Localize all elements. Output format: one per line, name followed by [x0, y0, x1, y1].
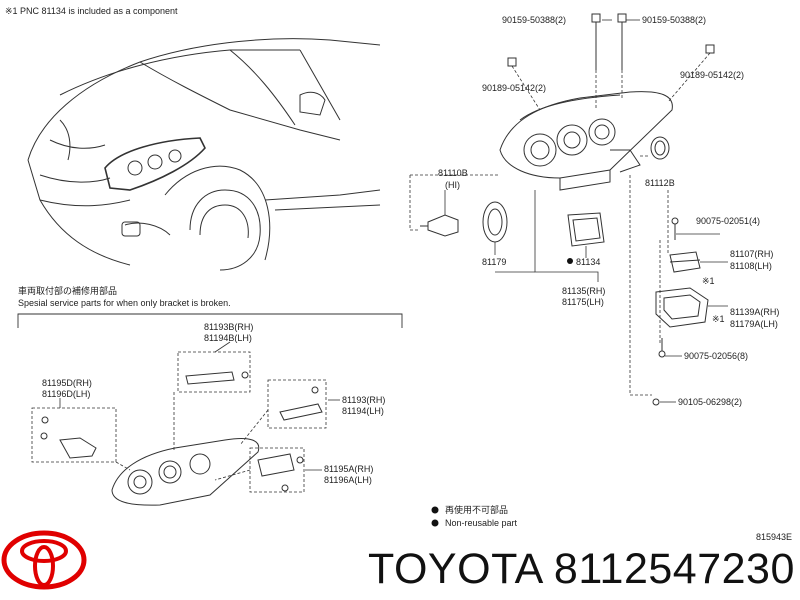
part-label-81175: 81175(LH): [562, 297, 604, 307]
leader-lines: [409, 52, 711, 396]
legend-bullet-jp: [431, 506, 439, 514]
part-label-90159-left: 90159-50388(2): [502, 15, 567, 25]
brand-name: TOYOTA: [368, 545, 542, 593]
part-label-81107: 81107(RH): [730, 249, 774, 259]
service-note-en: Spesial service parts for when only brac…: [18, 298, 231, 308]
part-label-81193: 81193(RH): [342, 395, 386, 405]
legend-en: Non-reusable part: [445, 518, 518, 528]
car-illustration: [27, 38, 381, 271]
legend-jp: 再使用不可部品: [445, 505, 509, 515]
part-label-81194: 81194(LH): [342, 406, 384, 416]
part-label-81193b: 81193B(RH): [204, 322, 254, 332]
part-label-81196d: 81196D(LH): [42, 389, 91, 399]
solid-leaders: [444, 19, 728, 403]
part-label-81110b-sub: (HI): [445, 180, 460, 190]
legend-bullet-en: [431, 519, 439, 527]
part-label-81196a: 81196A(LH): [324, 475, 372, 485]
lower-solid-leaders: [59, 341, 340, 471]
headlamp-assembly: [420, 13, 715, 406]
part-label-81139a: 81139A(RH): [730, 307, 780, 317]
part-label-81195d: 81195D(RH): [42, 378, 92, 388]
mark-ref-1a: ※1: [702, 276, 715, 286]
part-label-90189-right: 90189-05142(2): [680, 70, 745, 80]
part-label-81179a: 81179A(LH): [730, 319, 778, 329]
part-label-81179: 81179: [482, 257, 507, 267]
part-label-81194b: 81194B(LH): [204, 333, 252, 343]
brand-part-number: TOYOTA 8112547230: [368, 545, 795, 593]
header-note: ※1 PNC 81134 is included as a component: [5, 6, 178, 16]
toyota-logo: [1, 530, 87, 590]
part-label-81110b: 81110B: [438, 168, 468, 178]
non-reusable-bullet: [567, 258, 573, 264]
part-label-81134: 81134: [576, 257, 601, 267]
part-label-81135: 81135(RH): [562, 286, 606, 296]
part-number: 8112547230: [553, 545, 795, 593]
part-label-90159-right: 90159-50388(2): [642, 15, 707, 25]
part-label-81108: 81108(LH): [730, 261, 772, 271]
mark-ref-1b: ※1: [712, 314, 725, 324]
part-label-81195a: 81195A(RH): [324, 464, 374, 474]
part-label-90189-left: 90189-05142(2): [482, 83, 547, 93]
diagram-code: 815943E: [756, 532, 793, 542]
lower-leaders: [31, 351, 327, 493]
service-bracket-frame: [17, 313, 403, 328]
lower-headlamp: [40, 371, 323, 506]
part-label-90105: 90105-06298(2): [678, 397, 743, 407]
service-note-jp: 車両取付部の補修用部品: [18, 286, 118, 296]
part-label-90075-02056: 90075-02056(8): [684, 351, 749, 361]
part-label-90075-02051: 90075-02051(4): [696, 216, 761, 226]
part-label-81112b: 81112B: [645, 178, 675, 188]
